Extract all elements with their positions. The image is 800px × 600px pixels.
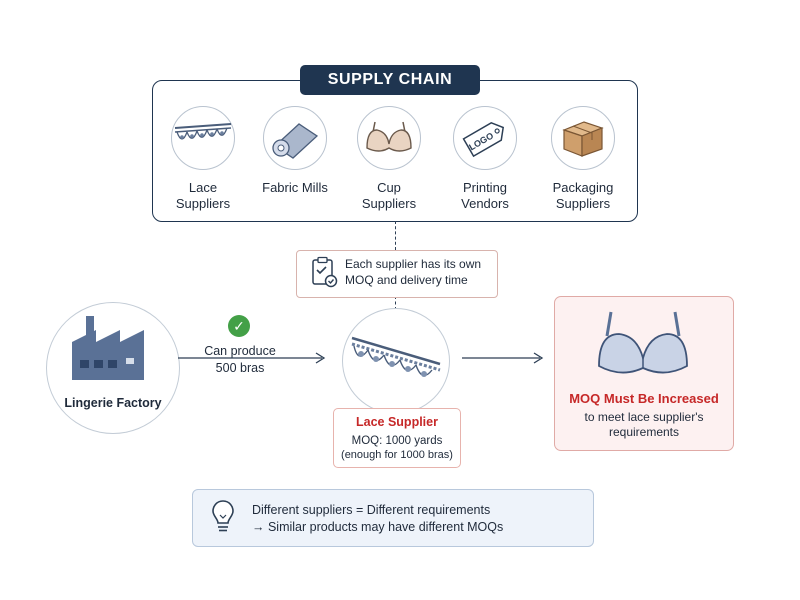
supplier-label: Cup Suppliers [361,180,417,211]
checklist-icon [310,256,338,293]
lightbulb-icon [210,498,236,539]
lace-supplier-title: Lace Supplier [356,415,438,429]
connector-dashed [395,296,396,310]
bottom-note-box [192,489,594,547]
lace-supplier-note: (enough for 1000 bras) [341,449,453,461]
bra-icon [593,306,693,391]
supplier-fabric: Fabric Mills [250,106,340,196]
lace-trim-icon [171,106,235,170]
supply-chain-title: SUPPLY CHAIN [300,65,480,95]
supplier-label: Lace Suppliers [175,180,231,211]
supplier-label: Fabric Mills [262,180,328,195]
bottom-note-text: Different suppliers = Different requirem… [252,503,504,534]
result-title: MOQ Must Be Increased [569,391,719,406]
factory-label: Lingerie Factory [64,396,162,410]
capacity-text: Can produce 500 bras [204,344,276,375]
supplier-packaging: Packaging Suppliers [538,106,628,212]
supplier-cups: Cup Suppliers [344,106,434,212]
supplier-label: Packaging Suppliers [552,180,614,211]
fabric-roll-icon [263,106,327,170]
lace-trim-icon [348,330,444,399]
arrow-factory-to-lace [178,352,326,364]
supplier-printing: LOGO Printing Vendors [440,106,530,212]
arrow-lace-to-result [462,352,544,364]
result-subtitle: to meet lace supplier's requirements [584,410,704,439]
supplier-label: Printing Vendors [461,180,509,211]
supplier-lace: Lace Suppliers [158,106,248,212]
lace-supplier-card: Lace Supplier MOQ: 1000 yards (enough fo… [333,408,461,468]
logo-tag-icon: LOGO [453,106,517,170]
lace-supplier-moq: MOQ: 1000 yards [351,435,443,447]
bra-cups-icon [357,106,421,170]
moq-note-text: Each supplier has its own MOQ and delive… [345,257,482,287]
connector-dashed [395,221,396,250]
factory-icon [66,312,158,389]
result-card [554,296,734,451]
check-circle-icon: ✓ [228,315,250,337]
box-icon [551,106,615,170]
